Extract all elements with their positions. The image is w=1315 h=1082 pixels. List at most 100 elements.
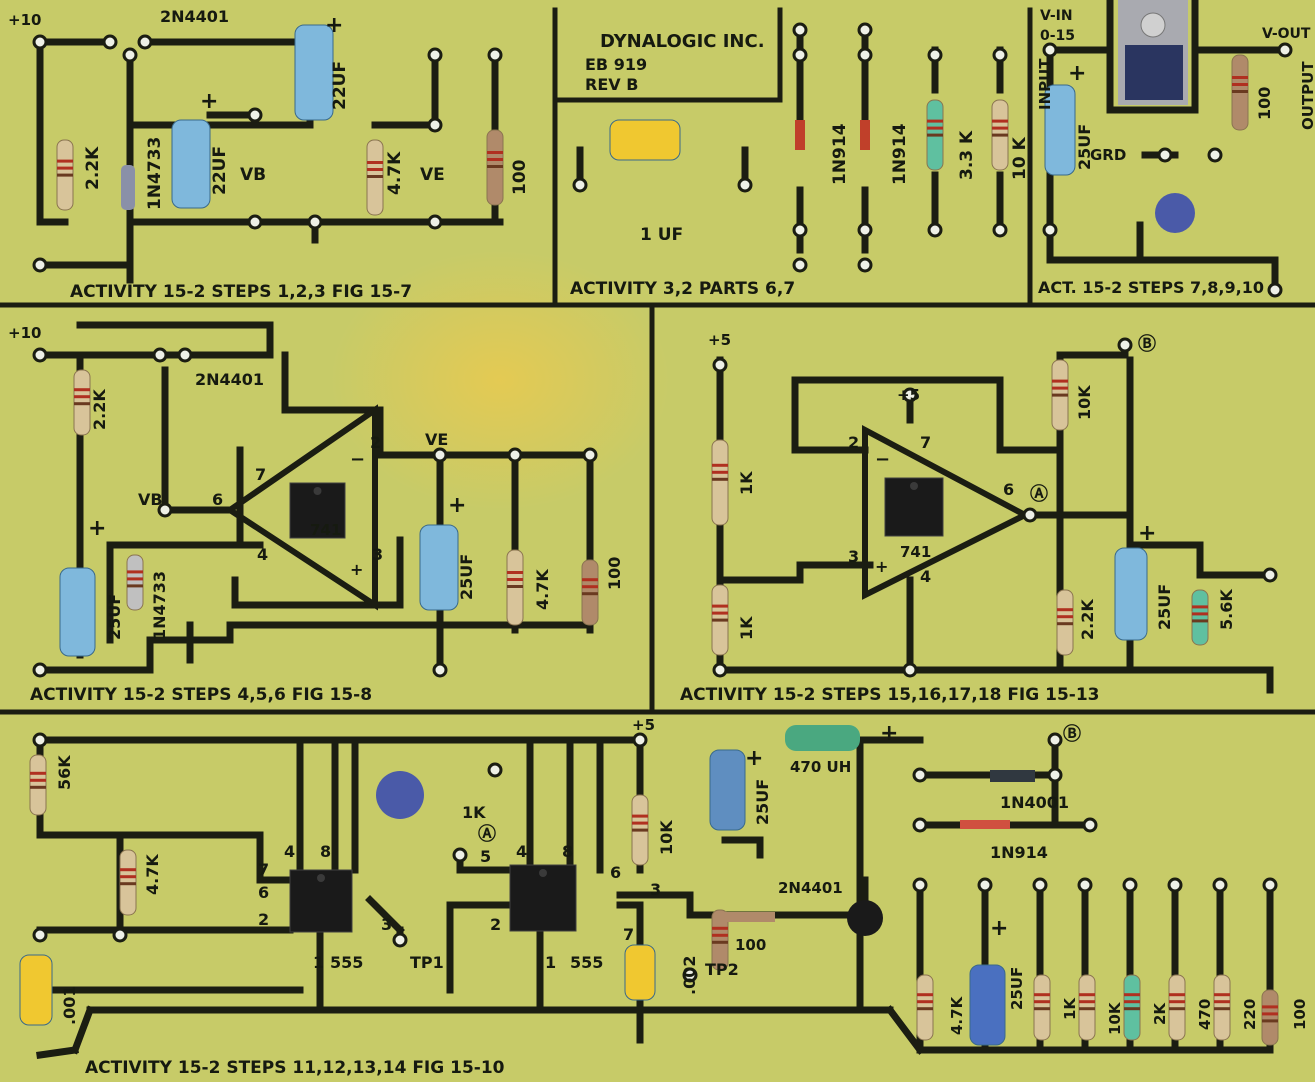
terminal-hole[interactable] [1117,337,1133,353]
terminal-hole[interactable] [1207,147,1223,163]
terminal-hole[interactable] [427,117,443,133]
light-reflection [330,250,670,510]
terminal-hole[interactable] [307,214,323,230]
terminal-hole[interactable] [1167,877,1183,893]
terminal-hole[interactable] [32,34,48,50]
terminal-hole[interactable] [487,47,503,63]
trim-potentiometer[interactable] [376,771,424,819]
label-section-fig-15-7-c1: 22UF [210,146,230,195]
resistor-band [507,571,523,574]
terminal-hole[interactable] [1212,877,1228,893]
resistor-band [582,578,598,582]
terminal-hole[interactable] [1047,732,1063,748]
terminal-hole[interactable] [1122,877,1138,893]
terminal-hole[interactable] [32,662,48,678]
terminal-hole[interactable] [712,357,728,373]
terminal-hole[interactable] [432,662,448,678]
terminal-hole[interactable] [1042,42,1058,58]
terminal-hole[interactable] [247,107,263,123]
terminal-hole[interactable] [247,214,263,230]
trace [365,895,405,935]
terminal-hole[interactable] [902,387,918,403]
terminal-hole[interactable] [1262,877,1278,893]
label-section-fig-15-10-bank-2: 1K [1061,997,1079,1020]
label-section-fig-15-7-ve: VE [420,165,445,185]
terminal-hole[interactable] [452,847,468,863]
terminal-hole[interactable] [572,177,588,193]
terminal-hole[interactable] [857,222,873,238]
terminal-hole[interactable] [912,767,928,783]
terminal-hole[interactable] [177,347,193,363]
label-section-fig-15-10-t2-pin2: 2 [490,915,501,934]
resistor-band [367,175,383,178]
terminal-hole[interactable] [122,47,138,63]
terminal-hole[interactable] [1032,877,1048,893]
terminal-hole[interactable] [1022,507,1038,523]
terminal-hole[interactable] [792,22,808,38]
resistor-band [1214,1007,1230,1011]
terminal-hole[interactable] [857,22,873,38]
terminal-hole[interactable] [992,222,1008,238]
terminal-hole[interactable] [712,662,728,678]
terminal-hole[interactable] [912,817,928,833]
terminal-hole[interactable] [32,732,48,748]
trim-potentiometer[interactable] [1155,193,1195,233]
terminal-hole[interactable] [157,502,173,518]
terminal-hole[interactable] [682,967,698,983]
terminal-hole[interactable] [32,257,48,273]
terminal-hole[interactable] [1262,567,1278,583]
terminal-hole[interactable] [912,877,928,893]
terminal-hole[interactable] [1157,147,1173,163]
terminal-hole[interactable] [632,732,648,748]
terminal-hole[interactable] [427,47,443,63]
label-section-fig-15-13-r3: 1K [737,616,756,640]
resistor-band [74,388,90,392]
terminal-hole[interactable] [137,34,153,50]
resistor-band [1057,615,1073,619]
terminal-hole[interactable] [1047,767,1063,783]
resistor-band [712,618,728,622]
terminal-hole[interactable] [1082,817,1098,833]
terminal-hole[interactable] [32,927,48,943]
terminal-hole[interactable] [582,447,598,463]
label-section-fig-15-10-r3: 10K [657,820,676,855]
label-section-fig-15-8-opamp: 741 [310,521,341,539]
terminal-hole[interactable] [32,347,48,363]
terminal-hole[interactable] [487,762,503,778]
terminal-hole[interactable] [857,47,873,63]
mounting-screw [1140,12,1166,38]
terminal-hole[interactable] [1042,222,1058,238]
terminal-hole[interactable] [1267,282,1283,298]
label-section-fig-15-7-transistor: 2N4401 [160,7,229,26]
terminal-hole[interactable] [427,214,443,230]
terminal-hole[interactable] [792,222,808,238]
terminal-hole[interactable] [927,47,943,63]
terminal-hole[interactable] [792,257,808,273]
label-section-fig-15-10-timer1: 555 [330,953,363,972]
resistor [1191,589,1209,646]
resistor-band [712,463,728,467]
resistor-band [1057,622,1073,626]
capacitor [19,954,53,1026]
terminal-hole[interactable] [977,877,993,893]
terminal-hole[interactable] [507,447,523,463]
label-section-fig-15-10-t2-pin3: 3 [650,880,661,899]
terminal-hole[interactable] [902,662,918,678]
resistor-band [1169,1007,1185,1011]
terminal-hole[interactable] [792,47,808,63]
terminal-hole[interactable] [152,347,168,363]
terminal-hole[interactable] [857,257,873,273]
terminal-hole[interactable] [102,34,118,50]
terminal-hole[interactable] [927,222,943,238]
resistor-band [927,119,943,123]
terminal-hole[interactable] [1077,877,1093,893]
terminal-hole[interactable] [432,447,448,463]
terminal-hole[interactable] [992,47,1008,63]
terminal-hole[interactable] [737,177,753,193]
terminal-hole[interactable] [1277,42,1293,58]
label-section-fig-15-13-plus: + [1138,521,1156,546]
resistor-band [57,173,73,177]
terminal-hole[interactable] [392,932,408,948]
label-section-fig-15-8-c1: 25UF [457,554,476,600]
terminal-hole[interactable] [112,927,128,943]
